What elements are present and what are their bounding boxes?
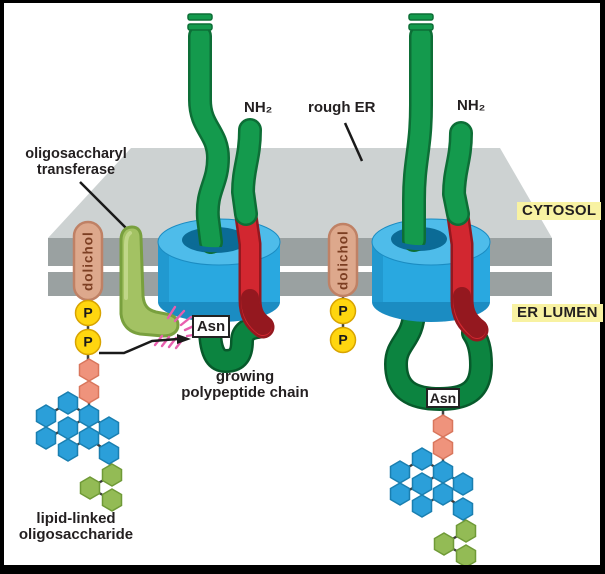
phosphate-circle: [74, 299, 102, 327]
nh2-label-left: NH₂: [244, 99, 273, 116]
dolichol-anchor-left: [72, 220, 104, 368]
dolichol-label-left: dolichol: [80, 231, 96, 291]
translocon-complex-left: [157, 13, 281, 373]
chain-break-mark: [187, 13, 213, 21]
chain-break-mark: [187, 23, 213, 31]
er-lumen-label: ER LUMEN: [512, 304, 603, 322]
glycan-tree-left: [37, 359, 122, 511]
chain-break-mark: [408, 23, 434, 31]
phosphate-label: P: [83, 333, 93, 350]
dolichol-capsule-right: [327, 222, 359, 298]
phosphate-label: P: [338, 331, 348, 348]
chain-break-mark: [408, 13, 434, 21]
phosphate-label: P: [83, 304, 93, 321]
phosphate-circle: [329, 326, 357, 354]
glycan-tree-right: [391, 415, 476, 567]
oligosaccharyl-transferase-enzyme: [119, 225, 180, 338]
phosphate-label: P: [338, 302, 348, 319]
asn-box-left: Asn: [192, 315, 230, 338]
cytosol-label: CYTOSOL: [517, 202, 602, 220]
lipid-linked-oligosaccharide-label: lipid-linked oligosaccharide: [18, 510, 134, 543]
asn-box-right: Asn: [426, 388, 460, 408]
transferase-pointer-line: [79, 181, 131, 233]
rough-er-pointer-line: [343, 122, 364, 162]
phosphate-circle: [74, 328, 102, 356]
oligosaccharyl-transferase-label: oligosaccharyl transferase: [25, 146, 127, 178]
catalysis-rays: [153, 305, 201, 350]
nh2-label-right: NH₂: [457, 97, 486, 114]
phosphate-circle: [329, 297, 357, 325]
growing-polypeptide-chain-label: growing polypeptide chain: [181, 368, 309, 401]
dolichol-anchor-right: [327, 222, 359, 354]
rough-er-label: rough ER: [308, 99, 376, 116]
transfer-arrow: [99, 334, 191, 355]
dolichol-label-right: dolichol: [335, 230, 351, 290]
